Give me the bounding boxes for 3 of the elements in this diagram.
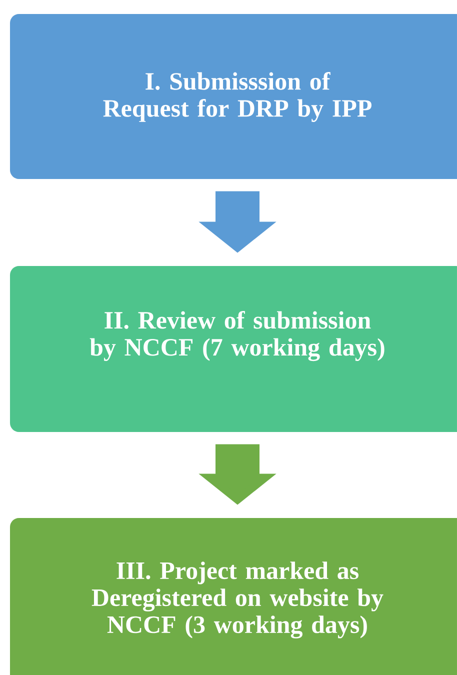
process-box: III. Project marked as Deregistered on website by NCCF (3 working days) — [10, 518, 457, 675]
process-box: I. Submisssion of Request for DRP by IPP — [10, 14, 457, 179]
process-box: II. Review of submission by NCCF (7 working days) — [10, 266, 457, 432]
